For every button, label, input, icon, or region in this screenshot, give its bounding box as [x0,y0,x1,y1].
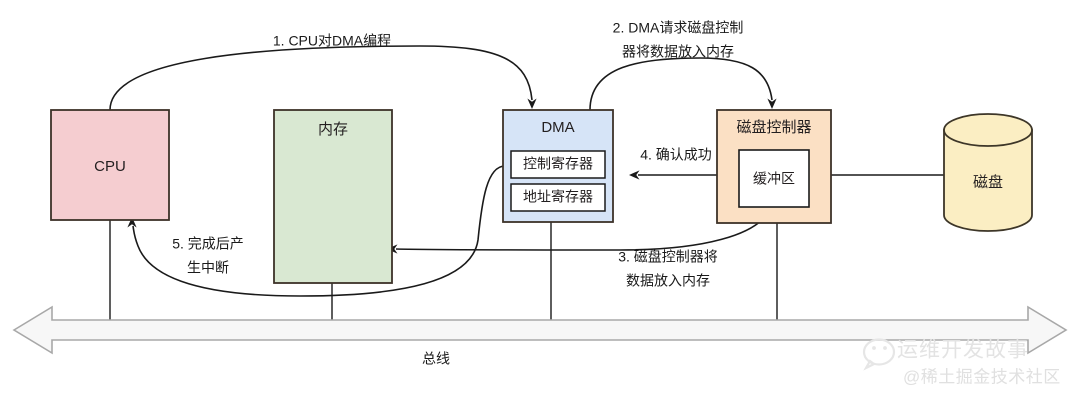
dma-control-register-label: 控制寄存器 [523,156,593,172]
dma-address-register-label: 地址寄存器 [523,189,593,205]
wechat-icon [862,338,896,371]
node-dma[interactable]: DMA 控制寄存器 地址寄存器 [502,109,614,223]
disk-cylinder-top [943,113,1033,147]
disk-controller-buffer-label: 缓冲区 [753,171,795,187]
dma-control-register-box[interactable] [510,150,606,179]
arrow-step1 [109,45,533,111]
cpu-box [50,109,170,221]
bus-arrow-shape [12,305,1068,355]
cpu-label: CPU [94,158,126,175]
watermark-main: 运维开发故事 [897,339,1029,362]
bus: 总线 [12,305,1068,367]
step2-label-line2: 器将数据放入内存 [622,44,734,60]
disk-controller-label: 磁盘控制器 [736,118,811,136]
arrow-step2 [589,57,773,111]
arrowhead-step1 [527,98,537,109]
bus-label: 总线 [422,351,450,367]
node-cpu[interactable]: CPU [50,109,170,221]
disk-controller-buffer-box[interactable] [738,149,810,208]
step3-label-line2: 数据放入内存 [626,273,710,289]
arrowhead-step4 [629,170,640,180]
arrowhead-step5 [127,217,137,228]
node-memory[interactable]: 内存 [273,109,393,284]
step5-label-line1: 5. 完成后产 [172,236,244,252]
step4-label: 4. 确认成功 [640,147,712,163]
disk-label: 磁盘 [973,173,1003,191]
memory-box [273,109,393,284]
step1-label: 1. CPU对DMA编程 [273,33,391,49]
arrow-step5 [132,165,506,297]
node-disk[interactable]: 磁盘 [943,113,1033,232]
node-disk-controller[interactable]: 磁盘控制器 缓冲区 [716,109,832,224]
step3-label-line1: 3. 磁盘控制器将 [618,249,718,265]
arrow-step3 [395,206,772,251]
arrowhead-step2 [767,98,777,109]
step2-label-line1: 2. DMA请求磁盘控制 [613,20,744,36]
watermark-sub: @稀土掘金技术社区 [903,367,1061,386]
disk-cylinder-body [943,129,1033,232]
step5-label-line2: 生中断 [187,260,229,276]
dma-label: DMA [541,119,574,136]
dma-address-register-box[interactable] [510,183,606,212]
watermark: 运维开发故事 @稀土掘金技术社区 [862,338,1061,386]
memory-label: 内存 [318,121,348,138]
